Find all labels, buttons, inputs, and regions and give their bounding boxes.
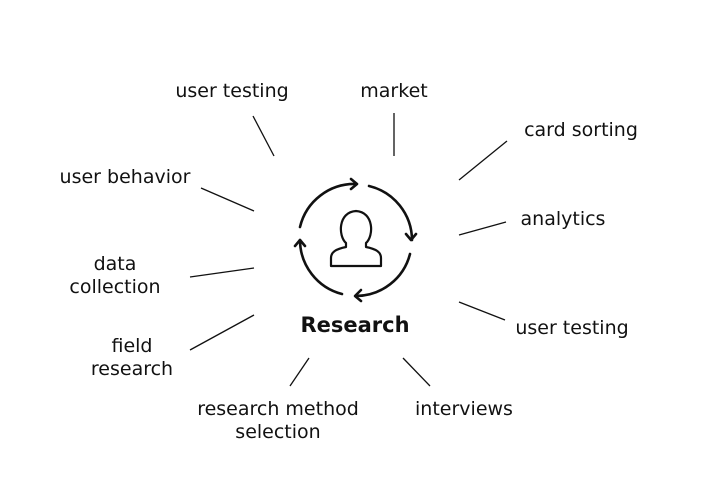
- topic-label: interviews: [415, 398, 513, 420]
- topic-label: user testing: [175, 80, 289, 102]
- topic-label: user behavior: [59, 166, 191, 188]
- topic-label: user testing: [515, 317, 629, 339]
- topic-label: market: [360, 80, 428, 102]
- connector-line: [252, 115, 275, 157]
- connector-line: [289, 357, 310, 387]
- topic-label: data collection: [69, 253, 161, 298]
- connector-line: [458, 221, 507, 236]
- connector-line: [458, 140, 508, 181]
- connector-line: [402, 357, 431, 387]
- connector-line: [458, 301, 506, 321]
- connector-line: [200, 187, 255, 212]
- user-cycle-icon: [293, 177, 418, 303]
- connector-lines: [189, 113, 508, 387]
- connector-line: [189, 314, 255, 351]
- topic-label: research method selection: [197, 398, 359, 443]
- topic-label: field research: [90, 335, 174, 380]
- center-title: Research: [300, 313, 410, 337]
- topic-label: card sorting: [524, 119, 638, 141]
- connector-line: [189, 267, 255, 278]
- topic-label: analytics: [520, 208, 606, 230]
